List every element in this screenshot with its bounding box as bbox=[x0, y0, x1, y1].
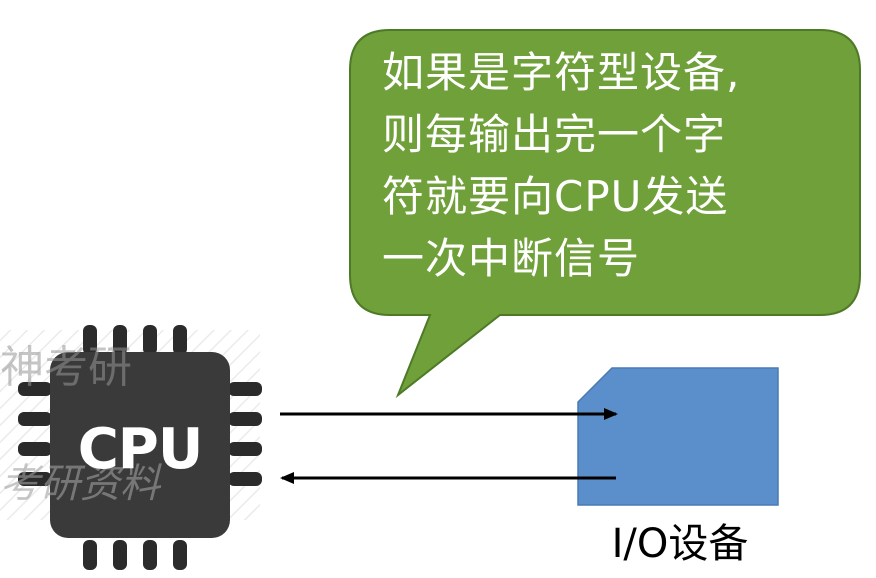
callout-line: 符就要向CPU发送 bbox=[382, 172, 729, 221]
cpu-chip bbox=[50, 352, 230, 538]
io-device-shape bbox=[577, 367, 779, 506]
cpu-pins-bottom bbox=[83, 540, 187, 570]
callout-line: 如果是字符型设备, bbox=[382, 48, 741, 97]
cpu-pins-top bbox=[83, 325, 187, 355]
io-device-label: I/O设备 bbox=[611, 521, 749, 567]
cpu-pins-left bbox=[18, 382, 52, 486]
callout-line: 一次中断信号 bbox=[382, 234, 641, 283]
callout-bubble bbox=[349, 29, 861, 399]
callout-text: 如果是字符型设备, 则每输出完一个字 符就要向CPU发送 一次中断信号 bbox=[382, 42, 852, 290]
cpu-label: CPU bbox=[77, 417, 204, 482]
watermark-top: 神考研 bbox=[0, 342, 132, 393]
cpu-pins-right bbox=[228, 382, 262, 486]
callout-line: 则每输出完一个字 bbox=[382, 110, 727, 159]
watermark-bottom: 考研资料 bbox=[0, 461, 160, 507]
